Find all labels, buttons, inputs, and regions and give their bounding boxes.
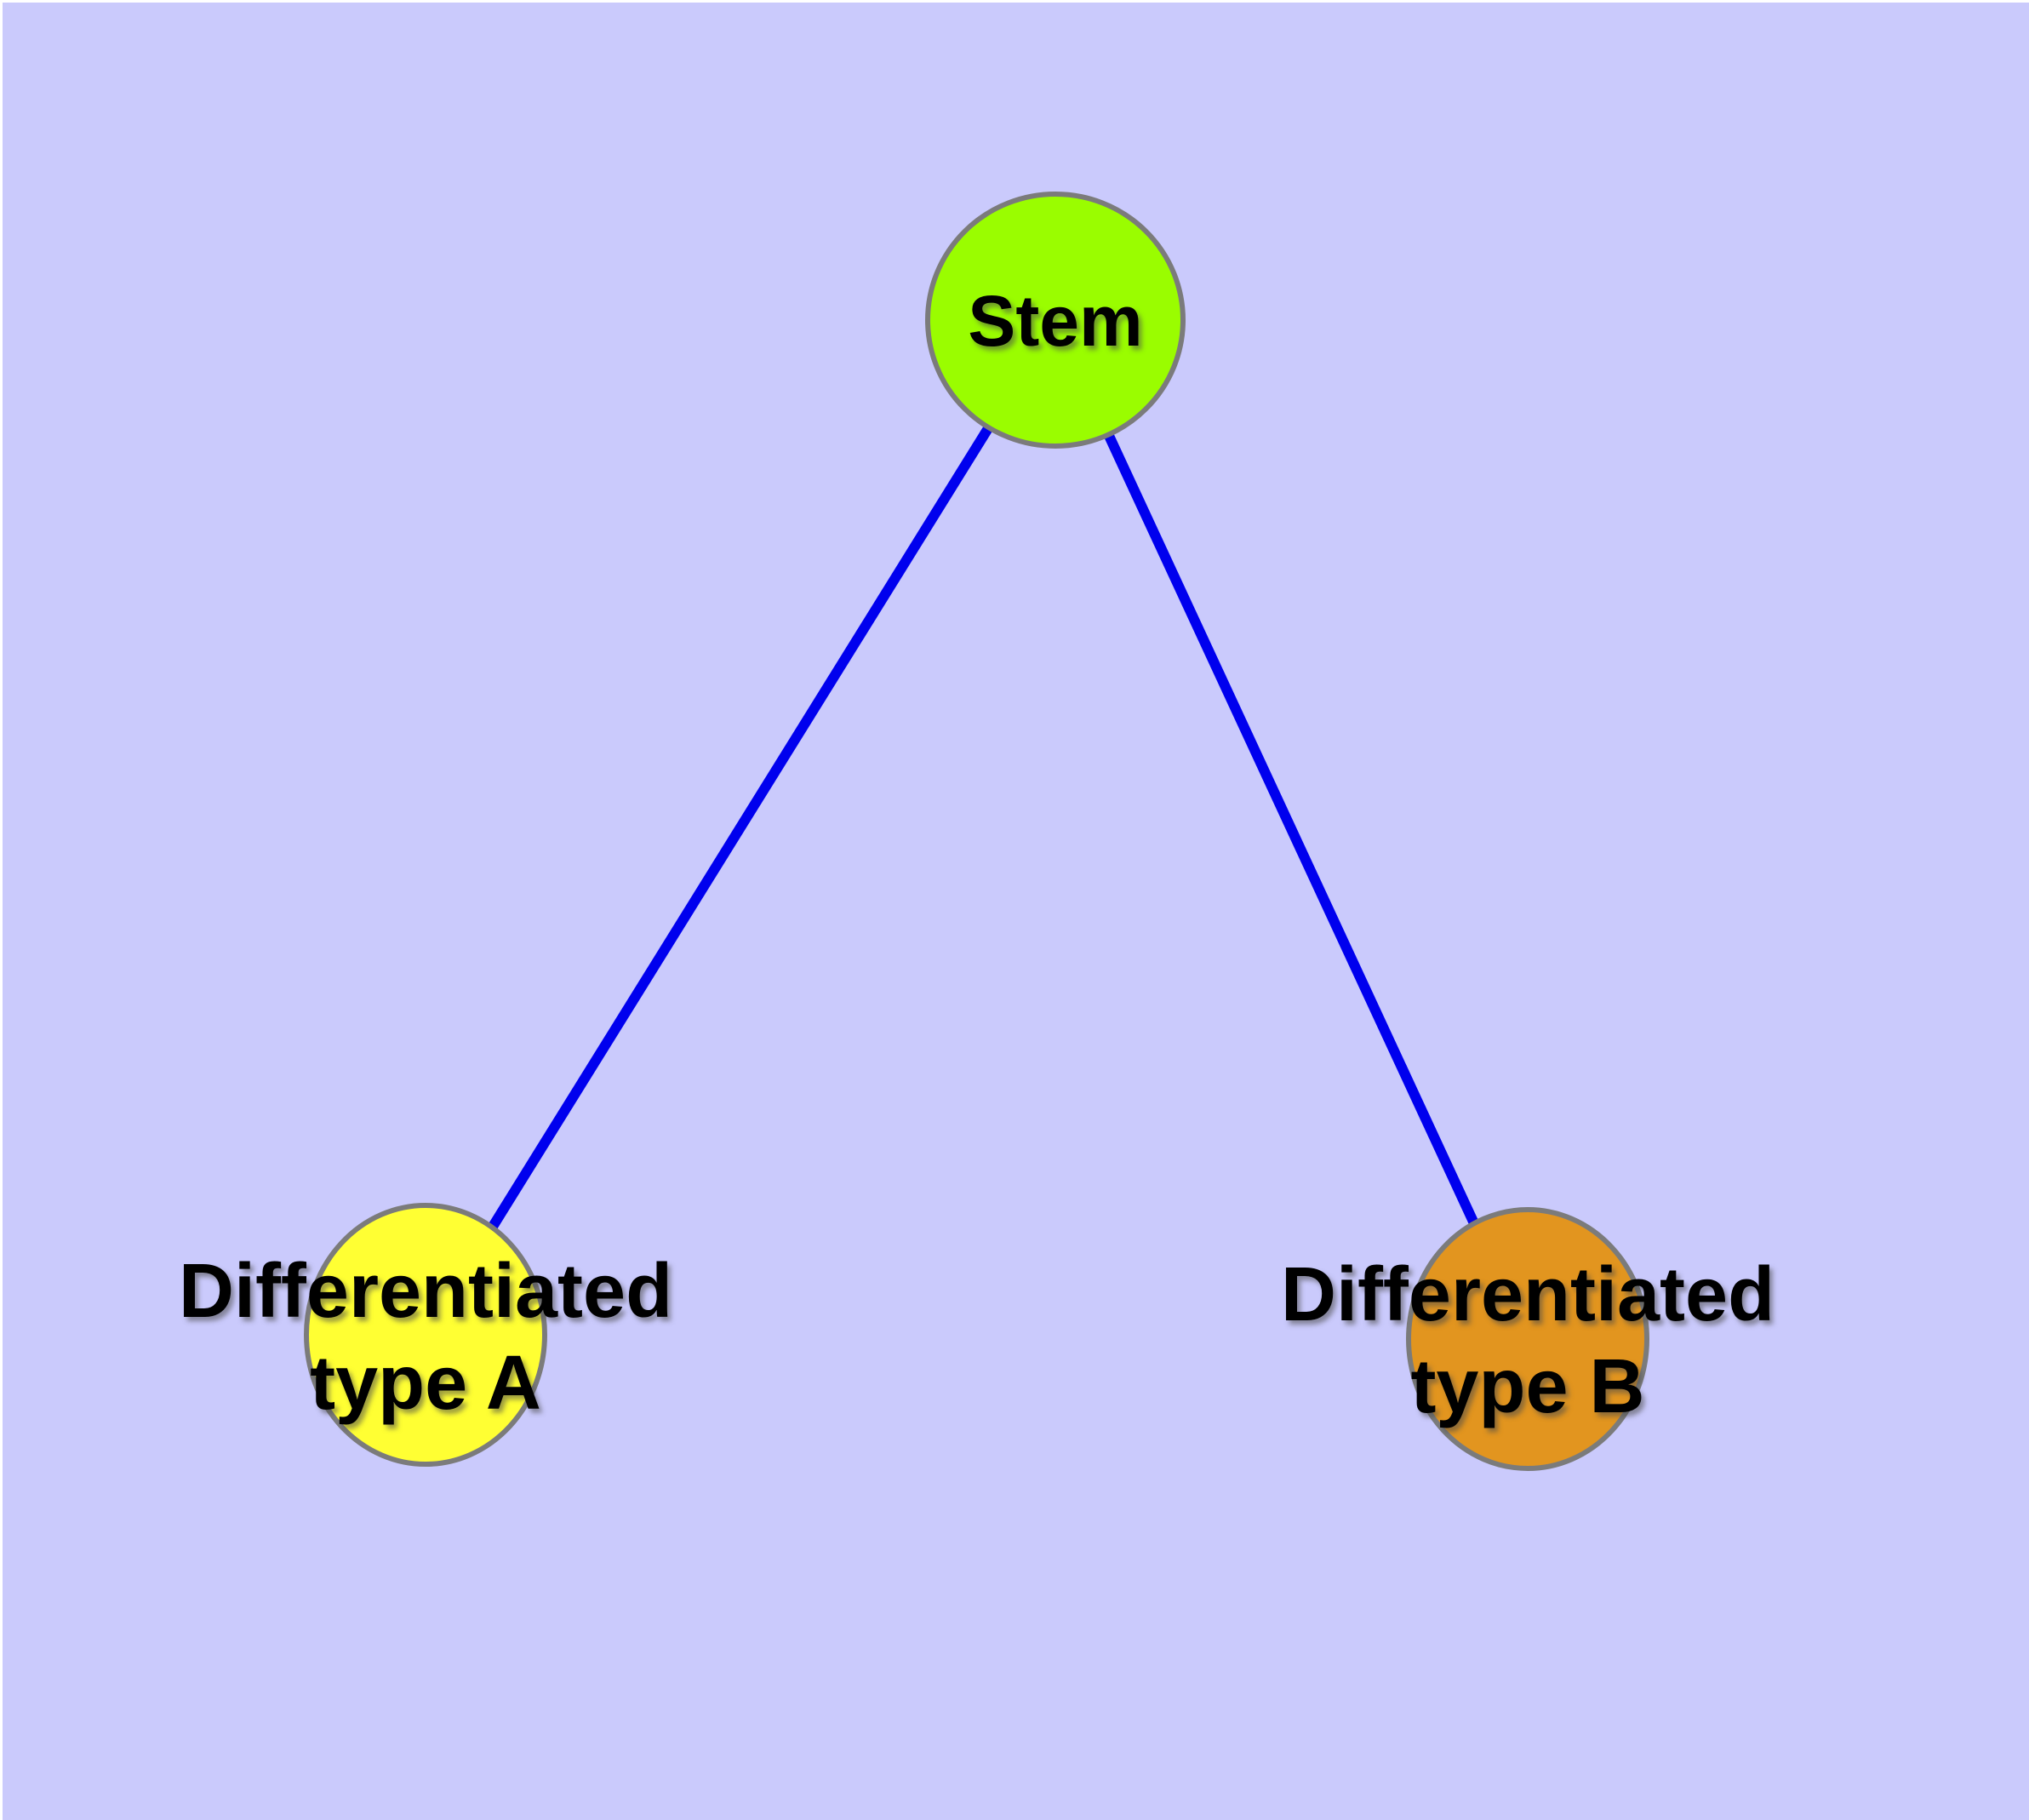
cell-differentiation-graph [304,192,1649,1471]
label-line-2: type B [1410,1344,1645,1429]
diagram-canvas: Stem Differentiated type A Differentiate… [3,3,2029,1820]
node-label-differentiated-type-b: Differentiated type B [1281,1249,1775,1433]
node-differentiated-type-a [304,1203,547,1467]
node-differentiated-type-b [1406,1207,1649,1471]
node-label-stem: Stem [968,281,1143,361]
edge-stem-to-differentiated-type-a [420,317,1060,1338]
label-line-2: type A [310,1341,541,1426]
node-stem [925,192,1186,449]
label-line-1: Differentiated [1280,1252,1775,1337]
label-line-1: Differentiated [178,1249,673,1334]
edge-stem-to-differentiated-type-b [1050,318,1533,1342]
node-label-differentiated-type-a: Differentiated type A [179,1245,672,1429]
